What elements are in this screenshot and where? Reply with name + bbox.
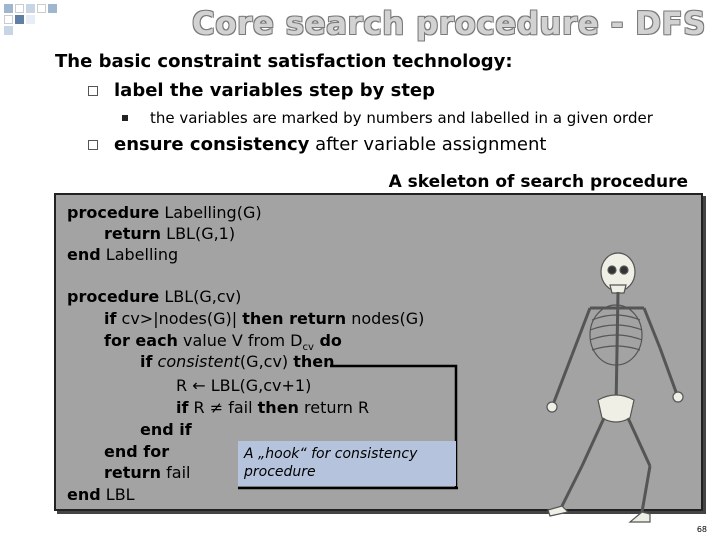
bullet-bold-text: ensure consistency (114, 134, 310, 155)
subbullet-text: the variables are marked by numbers and … (150, 109, 653, 127)
skeleton-title: A skeleton of search procedure (388, 172, 688, 192)
code-line-6: for each value V from Dcv do (104, 331, 342, 354)
box-bullet-icon (88, 85, 98, 96)
code-line-7: if consistent(G,cv) then (140, 352, 335, 371)
code-line-9: if R ≠ fail then return R (176, 398, 370, 417)
code-line-13: end LBL (67, 485, 135, 504)
code-line-1: procedure Labelling(G) (67, 203, 262, 222)
hook-note: A „hook“ for consistency procedure (238, 441, 456, 486)
code-line-12: return fail (104, 463, 191, 482)
box-bullet-icon (88, 139, 98, 150)
code-line-2: return LBL(G,1) (104, 224, 236, 243)
bullet-ensure-consistency: ensure consistency after variable assign… (88, 134, 546, 155)
bullet-label-variables: label the variables step by step (88, 80, 435, 101)
skeleton-illustration (546, 252, 684, 523)
square-bullet-icon (122, 115, 128, 121)
code-line-4: procedure LBL(G,cv) (67, 287, 242, 306)
intro-text: The basic constraint satisfaction techno… (55, 51, 513, 72)
slide-title: Core search procedure - DFS (191, 6, 706, 42)
subbullet-variables-order: the variables are marked by numbers and … (122, 109, 653, 127)
code-line-5: if cv>|nodes(G)| then return nodes(G) (104, 309, 425, 328)
code-line-11: end for (104, 442, 170, 461)
bullet-rest-text: after variable assignment (309, 134, 547, 155)
code-line-3: end Labelling (67, 245, 179, 264)
bullet-text: label the variables step by step (114, 80, 436, 101)
code-line-8: R ← LBL(G,cv+1) (176, 376, 312, 395)
page-number: 68 (696, 525, 707, 534)
code-line-10: end if (140, 420, 192, 439)
